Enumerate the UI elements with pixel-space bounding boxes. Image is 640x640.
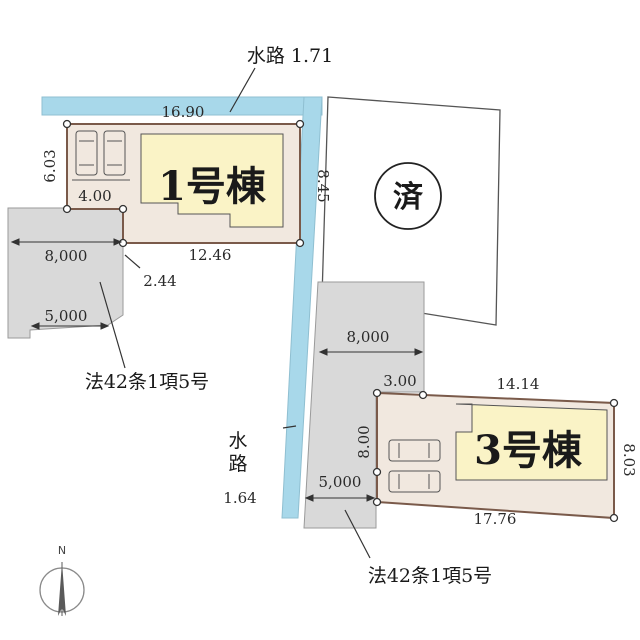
lot1-dim-right: 8.45 <box>314 169 332 202</box>
lot1-dim-left: 6.03 <box>41 149 59 182</box>
road-right-width-bottom: 5,000 <box>319 473 362 491</box>
road-left-width-top: 8,000 <box>45 247 88 265</box>
lot3-dim-bottom: 17.76 <box>474 510 517 528</box>
lot3-dim-left: 8.00 <box>355 425 373 458</box>
lot1-parking <box>72 130 130 181</box>
road-left-law: 法42条1項5号 <box>85 371 209 393</box>
sold-mark: 済 <box>393 180 424 215</box>
road-right-width-top: 8,000 <box>347 328 390 346</box>
lot1-corners <box>62 119 305 248</box>
road-right-law: 法42条1項5号 <box>368 565 492 587</box>
lot1-dim-inner: 4.00 <box>78 187 111 205</box>
water-channel-side <box>281 96 323 519</box>
dimension-arrows <box>10 238 424 502</box>
lot1-name: 1号棟 <box>158 163 267 210</box>
lot3-parking <box>388 439 441 493</box>
compass-north-label: N <box>58 544 66 557</box>
lot3-dim-right: 8.03 <box>620 443 638 476</box>
leader-lines <box>99 67 371 559</box>
water-side-label-1: 水 <box>228 430 247 452</box>
water-side-width: 1.64 <box>223 489 256 507</box>
lot3-name: 3号棟 <box>474 427 583 474</box>
sold-mark-circle <box>374 162 442 230</box>
lot1-dim-bottom: 12.46 <box>189 246 232 264</box>
water-side-label-2: 路 <box>228 453 247 475</box>
lot1-house <box>140 133 284 228</box>
north-compass-icon <box>39 562 85 616</box>
lot1-dim-top: 16.90 <box>162 103 205 121</box>
water-top-label: 水路 1.71 <box>247 45 333 67</box>
lot3-dim-top-left: 3.00 <box>383 372 416 390</box>
road-left-width-bottom: 5,000 <box>45 307 88 325</box>
lot3-dim-top: 14.14 <box>497 375 540 393</box>
lot3-house <box>455 403 608 481</box>
water-channel-top <box>41 96 323 116</box>
lot1-dim-notch: 2.44 <box>143 272 176 290</box>
lot3-corners <box>372 388 619 523</box>
